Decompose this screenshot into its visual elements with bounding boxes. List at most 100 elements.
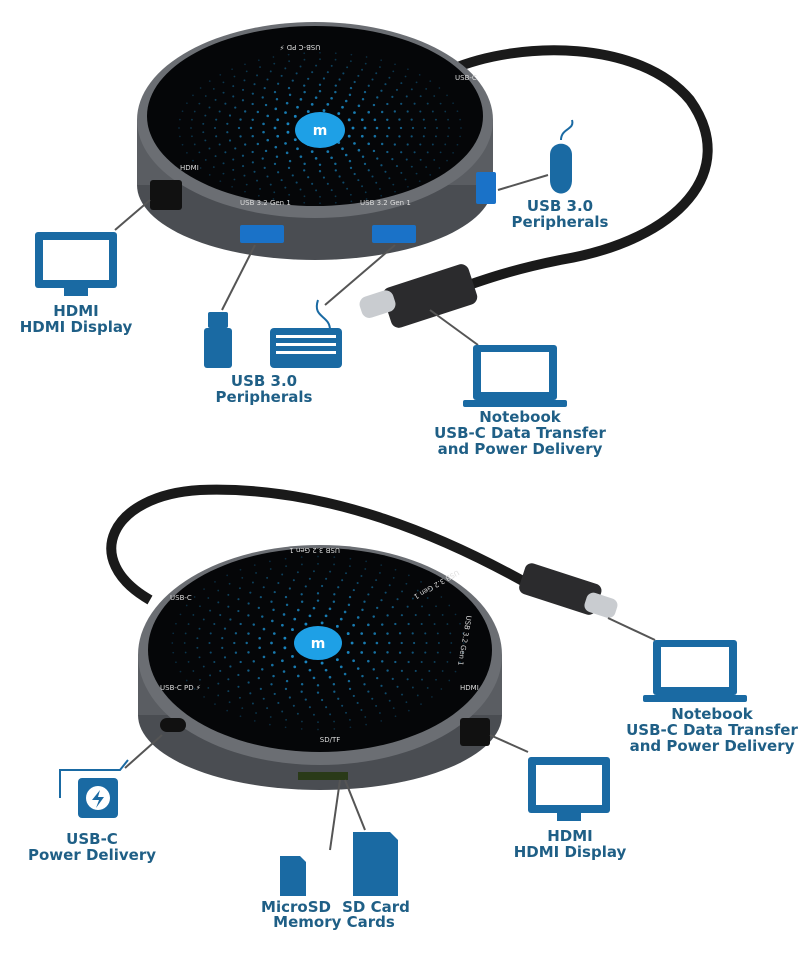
- led-dot: [347, 118, 351, 122]
- led-dot: [233, 178, 236, 181]
- led-dot: [257, 676, 260, 680]
- led-dot: [375, 181, 378, 184]
- led-dot: [287, 86, 291, 90]
- led-dot: [244, 190, 246, 193]
- led-dot: [406, 110, 409, 113]
- led-dot: [273, 126, 277, 130]
- led-dot: [291, 174, 294, 177]
- led-dot: [434, 118, 437, 121]
- led-dot: [245, 641, 248, 645]
- led-dot: [318, 89, 322, 93]
- led-dot: [316, 592, 320, 595]
- led-dot: [379, 712, 381, 714]
- led-dot: [281, 710, 284, 713]
- svg-text:HDMI: HDMI: [180, 164, 199, 172]
- led-dot: [415, 81, 418, 84]
- top-hub: m USB-C PD ⚡ USB-C USB 3.2 Gen 1 USB 3.2…: [35, 22, 713, 407]
- bottom-cable: [106, 484, 533, 605]
- led-dot: [364, 191, 367, 194]
- led-dot: [461, 651, 464, 654]
- led-dot: [350, 200, 353, 203]
- led-dot: [449, 651, 452, 654]
- led-dot: [293, 114, 297, 118]
- led-dot: [335, 658, 339, 662]
- led-dot: [434, 135, 437, 138]
- bottom-hub: m USB-C USB-C PD ⚡ SD/TF HDMI USB 3.2 Ge…: [59, 484, 747, 896]
- led-dot: [228, 114, 232, 117]
- led-dot: [212, 166, 215, 168]
- led-dot: [438, 87, 441, 89]
- led-dot: [337, 112, 341, 115]
- led-dot: [376, 676, 379, 680]
- led-dot: [198, 627, 201, 630]
- led-dot: [318, 170, 322, 173]
- led-dot: [320, 661, 324, 665]
- led-dot: [334, 201, 337, 204]
- led-dot: [178, 127, 180, 129]
- led-dot: [441, 614, 444, 616]
- led-dot: [284, 142, 287, 145]
- led-dot: [396, 598, 399, 601]
- led-dot: [237, 609, 240, 613]
- led-dot: [404, 178, 407, 181]
- led-dot: [214, 581, 216, 583]
- led-dot: [259, 188, 261, 190]
- led-dot: [247, 651, 250, 654]
- led-dot: [312, 713, 315, 716]
- led-dot: [288, 93, 292, 97]
- led-dot: [277, 82, 280, 85]
- led-dot: [193, 596, 196, 598]
- led-dot: [450, 642, 453, 644]
- led-dot: [316, 599, 320, 602]
- led-dot: [213, 126, 217, 130]
- led-dot: [208, 147, 211, 150]
- led-dot: [219, 669, 222, 672]
- led-dot: [446, 623, 449, 625]
- led-dot: [179, 135, 181, 138]
- led-dot: [379, 66, 381, 68]
- led-dot: [376, 606, 379, 610]
- led-dot: [429, 80, 432, 82]
- led-dot: [412, 641, 416, 645]
- led-dot: [284, 111, 287, 114]
- led-dot: [204, 139, 207, 142]
- led-dot: [258, 646, 261, 650]
- led-dot: [221, 637, 224, 640]
- led-dot: [316, 691, 320, 694]
- svg-text:USB 3.2 Gen 1: USB 3.2 Gen 1: [240, 199, 291, 207]
- led-dot: [312, 570, 315, 573]
- led-dot: [388, 177, 391, 180]
- led-dot: [251, 102, 254, 106]
- led-dot: [333, 690, 336, 693]
- led-dot: [266, 138, 270, 142]
- led-dot: [252, 623, 255, 626]
- led-dot: [272, 608, 275, 612]
- led-dot: [266, 707, 269, 710]
- led-dot: [192, 94, 194, 97]
- led-dot: [275, 97, 279, 101]
- sd-slot: [298, 772, 348, 780]
- led-dot: [318, 83, 322, 86]
- led-dot: [287, 53, 290, 56]
- led-dot: [426, 687, 429, 689]
- led-dot: [286, 130, 290, 134]
- led-dot: [353, 142, 356, 145]
- led-dot: [388, 584, 391, 587]
- led-dot: [272, 674, 275, 678]
- led-dot: [433, 159, 436, 161]
- led-dot: [411, 597, 414, 600]
- led-dot: [348, 565, 351, 568]
- led-dot: [255, 712, 257, 714]
- led-dot: [394, 190, 396, 193]
- led-dot: [249, 692, 252, 695]
- led-dot: [198, 151, 201, 154]
- led-dot: [357, 179, 360, 182]
- led-dot: [239, 568, 242, 571]
- led-dot: [285, 565, 288, 568]
- led-dot: [296, 712, 299, 715]
- led-dot: [204, 114, 207, 117]
- led-dot: [349, 193, 352, 196]
- led-dot: [269, 723, 271, 726]
- led-dot: [367, 593, 370, 596]
